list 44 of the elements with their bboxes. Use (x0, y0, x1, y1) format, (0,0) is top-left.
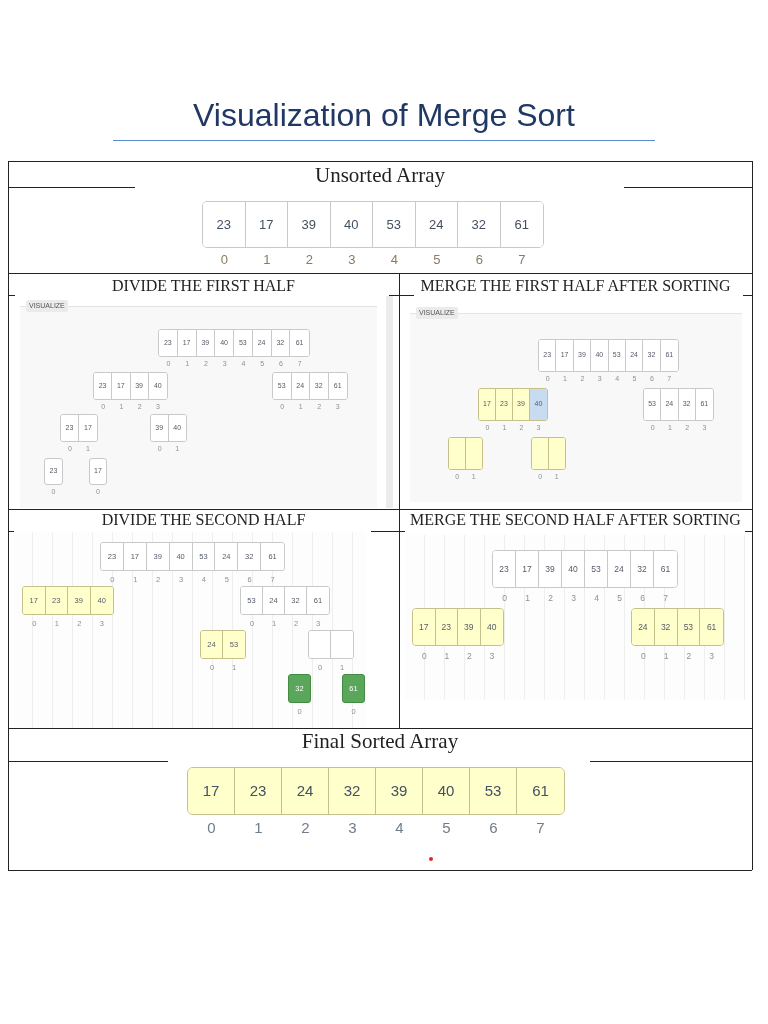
index-label: 2 (301, 819, 310, 837)
index-label: 4 (390, 252, 398, 268)
index-label: 7 (536, 819, 545, 837)
index-label: 1 (525, 593, 530, 604)
index-label: 4 (594, 593, 599, 604)
array-cell: 17 (413, 609, 436, 645)
array-cell: 23 (203, 202, 246, 247)
index-label: 4 (395, 819, 404, 837)
index-label: 2 (548, 593, 553, 604)
index-label: 0 (641, 651, 646, 662)
index-label: 3 (571, 593, 576, 604)
index-label: 2 (305, 252, 313, 268)
index-label: 1 (254, 819, 263, 837)
index-label: 7 (663, 593, 668, 604)
title: Visualization of Merge Sort (193, 96, 575, 135)
index-label: 1 (263, 252, 271, 268)
section-heading: DIVIDE THE SECOND HALF (101, 509, 306, 529)
index-label: 3 (348, 819, 357, 837)
index-label: 5 (433, 252, 441, 268)
index-label: 0 (421, 651, 427, 662)
index-label: 3 (709, 651, 714, 662)
index-label: 5 (617, 593, 622, 604)
index-label: 3 (348, 252, 356, 268)
index-label: 0 (220, 252, 228, 268)
section-heading: MERGE THE SECOND HALF AFTER SORTING (410, 509, 741, 529)
index-label: 3 (489, 651, 495, 662)
section-heading: Final Sorted Array (301, 728, 459, 754)
index-label: 6 (475, 252, 483, 268)
array-cell: 24 (632, 609, 655, 645)
index-label: 2 (686, 651, 692, 662)
index-label: 6 (640, 593, 645, 604)
index-label: 1 (663, 651, 669, 662)
index-label: 7 (518, 252, 526, 268)
array-cell: 17 (188, 768, 235, 814)
section-heading: MERGE THE FIRST HALF AFTER SORTING (420, 275, 731, 295)
section-heading: Unsorted Array (314, 162, 446, 188)
section-heading: DIVIDE THE FIRST HALF (112, 275, 295, 295)
index-label: 2 (466, 651, 472, 662)
index-label: 0 (502, 593, 507, 604)
index-label: 6 (489, 819, 498, 837)
array-cell: 23 (493, 551, 516, 587)
index-label: 1 (444, 651, 450, 662)
index-label: 5 (442, 819, 451, 837)
index-label: 0 (207, 819, 216, 837)
